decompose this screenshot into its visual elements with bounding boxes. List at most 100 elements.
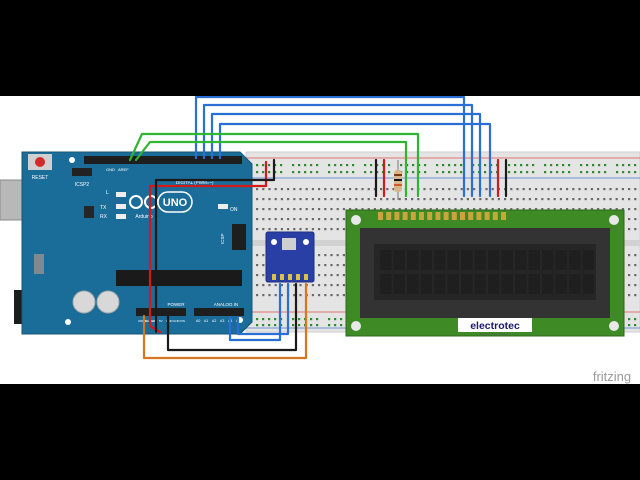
rail-hole xyxy=(424,171,427,174)
breadboard-hole xyxy=(454,198,457,201)
breadboard-hole xyxy=(466,188,469,191)
breadboard-hole xyxy=(528,208,531,211)
rail-hole xyxy=(274,164,277,167)
breadboard-hole xyxy=(634,228,637,231)
breadboard-hole xyxy=(342,294,345,297)
lcd-pin xyxy=(476,212,482,220)
breadboard-hole xyxy=(460,208,463,211)
sensor-pins xyxy=(272,274,308,280)
rail-hole xyxy=(448,171,451,174)
breadboard-hole xyxy=(324,208,327,211)
wires xyxy=(128,96,508,360)
rx-label: RX xyxy=(100,214,108,220)
breadboard-hole xyxy=(355,198,358,201)
breadboard-hole xyxy=(287,218,290,221)
rail-hole xyxy=(520,171,523,174)
breadboard-hole xyxy=(274,284,277,287)
rail-hole xyxy=(448,164,451,167)
rail-hole xyxy=(412,164,415,167)
breadboard-hole xyxy=(342,188,345,191)
breadboard-hole xyxy=(330,294,333,297)
breadboard-hole xyxy=(541,188,544,191)
breadboard-hole xyxy=(268,284,271,287)
breadboard-hole xyxy=(299,228,302,231)
icsp-header xyxy=(232,224,246,250)
rail-hole xyxy=(460,164,463,167)
resistor-band xyxy=(394,174,402,176)
breadboard-hole xyxy=(330,274,333,277)
breadboard-hole xyxy=(280,294,283,297)
rail-hole xyxy=(340,171,343,174)
wire-orange xyxy=(142,282,308,360)
sensor-mount-hole xyxy=(303,239,309,245)
breadboard-hole xyxy=(584,208,587,211)
rail-hole xyxy=(526,164,529,167)
breadboard-hole xyxy=(553,198,556,201)
on-led xyxy=(218,204,228,209)
rail-hole xyxy=(298,171,301,174)
rx-led xyxy=(116,214,126,219)
breadboard-hole xyxy=(330,198,333,201)
breadboard-hole xyxy=(324,294,327,297)
rail-hole xyxy=(370,171,373,174)
breadboard-hole xyxy=(435,188,438,191)
rail-hole xyxy=(334,164,337,167)
rail-hole xyxy=(256,324,259,327)
lcd-cell xyxy=(474,250,486,270)
breadboard-hole xyxy=(504,198,507,201)
breadboard-hole xyxy=(578,188,581,191)
breadboard-hole xyxy=(615,188,618,191)
lcd-cell xyxy=(542,250,554,270)
rail-hole xyxy=(562,171,565,174)
breadboard-hole xyxy=(336,218,339,221)
breadboard-hole xyxy=(280,284,283,287)
small-chip xyxy=(84,206,94,218)
breadboard-hole xyxy=(342,218,345,221)
rail-hole xyxy=(532,171,535,174)
lcd-pin xyxy=(451,212,457,220)
rail-hole xyxy=(262,164,265,167)
rail-hole xyxy=(334,324,337,327)
wire-blue xyxy=(236,282,290,336)
sensor-module xyxy=(265,231,315,283)
breadboard-hole xyxy=(386,188,389,191)
lcd-pin xyxy=(386,212,392,220)
breadboard-hole xyxy=(597,208,600,211)
breadboard-hole xyxy=(497,208,500,211)
breadboard-hole xyxy=(634,294,637,297)
breadboard-hole xyxy=(590,198,593,201)
breadboard-hole xyxy=(442,208,445,211)
breadboard-hole xyxy=(268,228,271,231)
breadboard-hole xyxy=(634,284,637,287)
breadboard-hole xyxy=(479,198,482,201)
fritzing-watermark: fritzing xyxy=(593,369,631,384)
lcd-cell xyxy=(420,250,432,270)
reset-button[interactable] xyxy=(35,157,45,167)
wire-green xyxy=(128,132,420,198)
breadboard-hole xyxy=(311,218,314,221)
rail-hole xyxy=(400,164,403,167)
rail-hole xyxy=(556,164,559,167)
lcd-cell xyxy=(447,274,459,294)
breadboard-hole xyxy=(349,188,352,191)
breadboard-hole xyxy=(491,198,494,201)
breadboard-hole xyxy=(404,208,407,211)
breadboard-hole xyxy=(324,188,327,191)
power-pin-label: VIN xyxy=(180,319,185,323)
breadboard-hole xyxy=(411,188,414,191)
breadboard-hole xyxy=(293,284,296,287)
breadboard-hole xyxy=(628,254,631,257)
rail-hole xyxy=(628,171,631,174)
power-pin-label: IOREF xyxy=(138,319,147,323)
breadboard-hole xyxy=(336,208,339,211)
rail-hole xyxy=(316,164,319,167)
breadboard-hole xyxy=(578,208,581,211)
breadboard-hole xyxy=(342,254,345,257)
lcd-brand: electrotec xyxy=(470,320,520,332)
arduino-uno-board: RESET ICSP2 AREF GND DIGITAL (PWM=~) L T… xyxy=(0,151,253,335)
breadboard-hole xyxy=(367,188,370,191)
wire-green xyxy=(134,140,408,198)
power-pin-label: 5V xyxy=(159,319,163,323)
breadboard-hole xyxy=(634,274,637,277)
rail-hole xyxy=(298,164,301,167)
